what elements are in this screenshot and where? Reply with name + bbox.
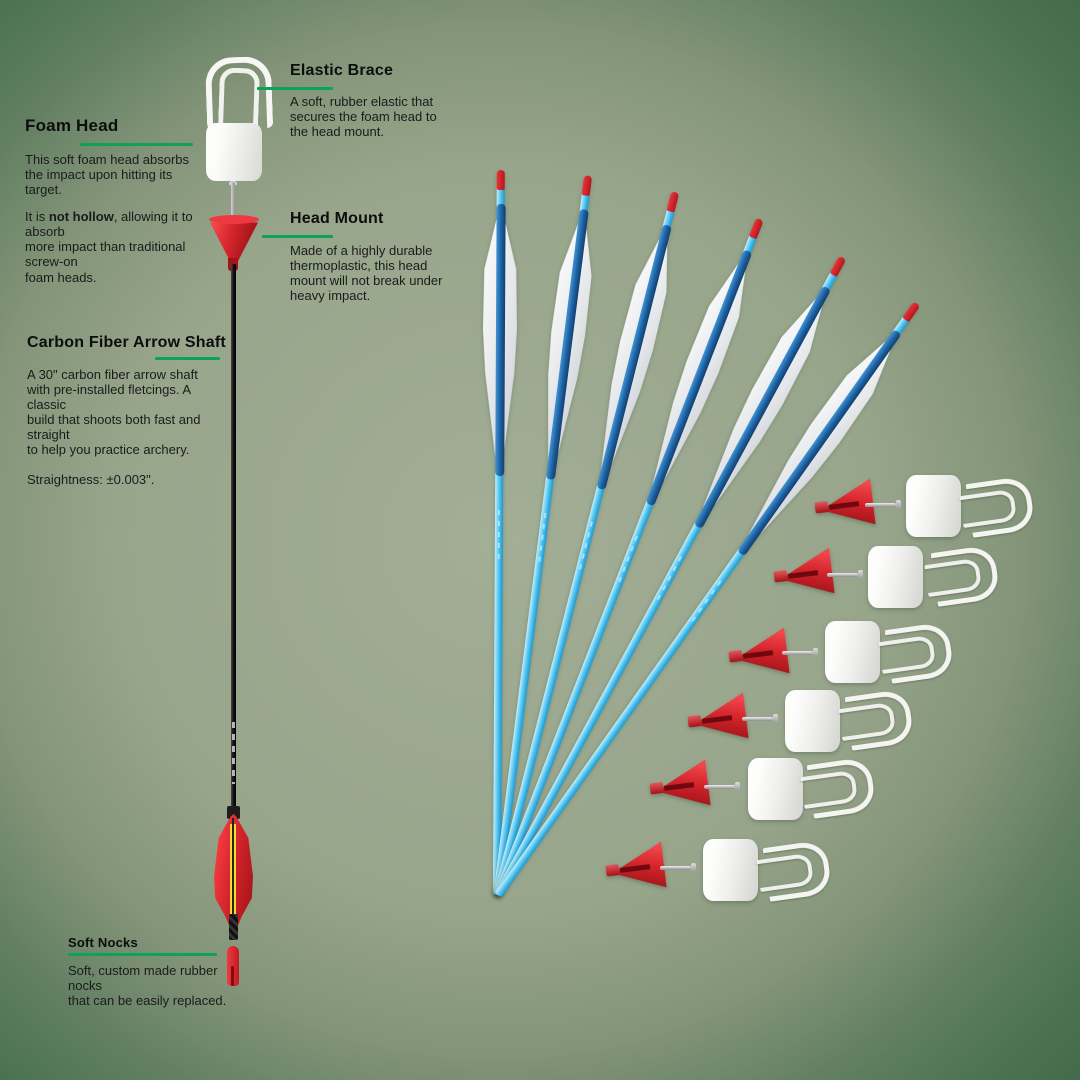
nock-slot — [231, 966, 234, 986]
leader-line-head-mount — [262, 235, 333, 238]
callout-body: It is not hollow, allowing it to absorb … — [25, 209, 193, 285]
fan-arrow-nock — [581, 175, 593, 197]
head-mount-bore — [814, 500, 829, 514]
fletching-center-line — [232, 818, 234, 920]
callout-body: Made of a highly durable thermoplastic, … — [290, 243, 443, 304]
foam-head-part — [703, 839, 758, 901]
mounting-pin — [827, 570, 863, 579]
head-mount-part — [603, 841, 666, 896]
fan-arrow-logo-mark — [690, 580, 722, 623]
mounting-pin — [782, 648, 818, 657]
callout-body: A 30" carbon fiber arrow shaft with pre-… — [27, 367, 201, 458]
mounting-pin — [865, 500, 901, 509]
elastic-brace-part — [958, 475, 1039, 538]
callout-carbon-shaft: Carbon Fiber Arrow Shaft A 30" carbon fi… — [27, 334, 257, 488]
callout-soft-nocks: Soft Nocks Soft, custom made rubber nock… — [68, 935, 298, 1008]
callout-body: This soft foam head absorbs the impact u… — [25, 152, 190, 198]
mounting-pin-head — [858, 570, 863, 579]
head-mount-part — [647, 759, 710, 814]
callout-title: Foam Head — [25, 116, 119, 135]
leader-line-carbon-shaft — [155, 357, 220, 360]
mounting-pin-rod — [660, 866, 691, 870]
callout-foam-head: Foam Head This soft foam head absorbs th… — [25, 116, 255, 285]
callout-elastic-brace: Elastic Brace A soft, rubber elastic tha… — [290, 62, 510, 139]
mounting-pin-rod — [827, 573, 858, 577]
mounting-pin-rod — [742, 717, 773, 721]
leader-line-soft-nocks — [68, 953, 217, 956]
callout-title: Soft Nocks — [68, 935, 138, 950]
fan-arrow-logo-mark — [617, 535, 638, 584]
leader-line-foam-head — [80, 143, 193, 146]
leader-line-elastic-brace — [257, 87, 333, 90]
mounting-pin-rod — [704, 785, 735, 789]
fletching-collar — [227, 806, 240, 819]
foam-head-part — [748, 758, 803, 820]
elastic-brace-part — [877, 621, 958, 684]
mounting-pin-rod — [865, 503, 896, 507]
foam-head-part — [206, 123, 262, 181]
fan-arrow-nock — [666, 191, 680, 213]
callout-title: Head Mount — [290, 210, 384, 227]
elastic-brace-part — [837, 688, 918, 751]
mounting-pin-rod — [782, 651, 813, 655]
fan-arrow-fletching-stripe — [494, 203, 506, 477]
head-mount-rim — [209, 215, 259, 224]
fan-arrow-nock — [829, 255, 847, 277]
fan-arrow-nock — [748, 217, 764, 240]
foam-head-part — [825, 621, 880, 683]
head-mount-bore — [649, 781, 664, 795]
head-mount-part — [771, 547, 834, 602]
mounting-pin-head — [691, 863, 696, 872]
callout-title: Elastic Brace — [290, 62, 394, 79]
foam-head-part — [868, 546, 923, 608]
callout-head-mount: Head Mount Made of a highly durable ther… — [290, 210, 510, 303]
head-mount-part — [685, 692, 748, 747]
mounting-pin-head — [735, 782, 740, 791]
elastic-brace-part — [755, 839, 836, 902]
foam-head-part — [906, 475, 961, 537]
mounting-pin-head — [773, 714, 778, 723]
foam-head-part — [785, 690, 840, 752]
head-mount-part — [726, 627, 789, 682]
elastic-brace-part — [799, 756, 880, 819]
fan-arrow-nock — [902, 301, 921, 323]
head-mount-bore — [773, 569, 788, 583]
mounting-pin — [742, 714, 778, 723]
mounting-pin — [704, 782, 740, 791]
callout-body: Soft, custom made rubber nocks that can … — [68, 963, 227, 1009]
head-mount-bore — [728, 649, 743, 663]
callout-straightness: Straightness: ±0.003". — [27, 472, 155, 488]
carbon-shaft — [231, 264, 236, 816]
head-mount-bore — [687, 714, 702, 728]
mounting-pin-head — [896, 500, 901, 509]
shaft-logo-mark — [232, 722, 235, 784]
fan-arrow-logo-mark — [497, 510, 501, 561]
fan-arrow-nock — [496, 169, 505, 191]
callout-body: A soft, rubber elastic that secures the … — [290, 94, 437, 140]
elastic-brace-part — [923, 544, 1004, 607]
fan-arrow-logo-mark — [656, 556, 682, 602]
mounting-pin-head — [813, 648, 818, 657]
shaft-tail-wrap — [229, 914, 238, 940]
mounting-pin — [231, 182, 235, 219]
callout-title: Carbon Fiber Arrow Shaft — [27, 334, 226, 351]
mounting-pin — [660, 863, 696, 872]
head-mount-bore — [605, 863, 620, 877]
